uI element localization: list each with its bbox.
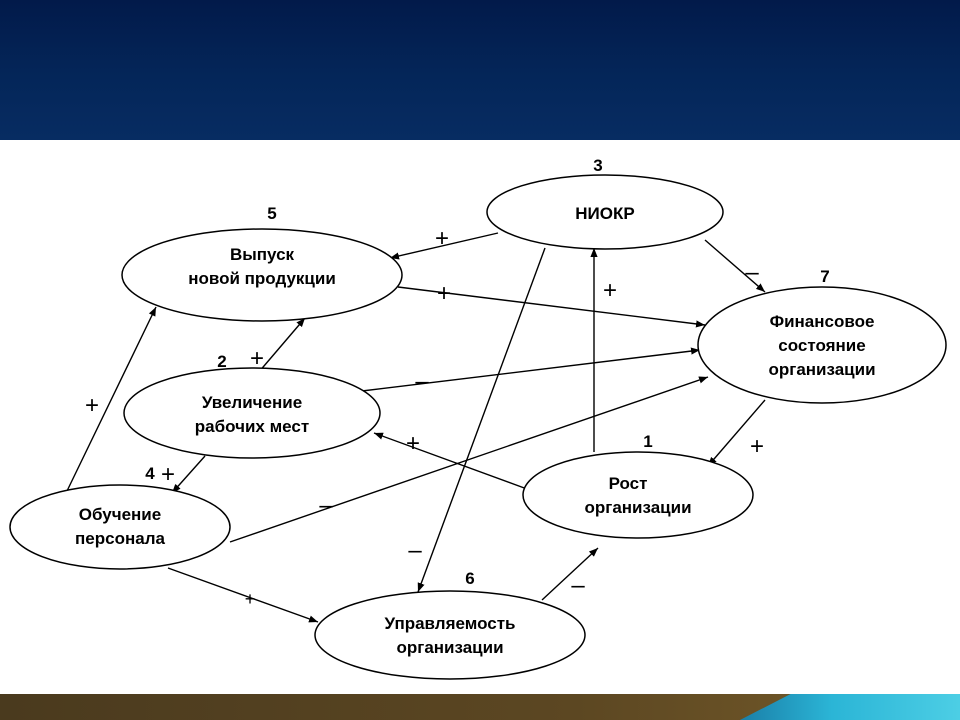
- edge-arrow-n4-to-n7: [229, 376, 709, 543]
- edge-arrow-n3-to-n5: [389, 232, 499, 260]
- edge-sign-n2-to-n7: –: [415, 368, 429, 395]
- edge-sign-n3-to-n6: –: [408, 537, 422, 564]
- edge-sign-n4-to-n5: +: [85, 392, 99, 419]
- footer-accent-stripe: [740, 694, 960, 720]
- diagram-edges: [66, 232, 766, 623]
- node-label: Выпуск: [230, 245, 295, 264]
- edge-arrow-n7-to-n1: [707, 399, 766, 467]
- node-number: 3: [593, 156, 602, 175]
- edge-sign-n1-to-n3: +: [603, 277, 617, 304]
- node-label: Рост: [609, 474, 648, 493]
- node-label: Увеличение: [202, 393, 302, 412]
- edge-sign-n1-to-n2: +: [406, 430, 420, 457]
- node-ellipse: [121, 228, 403, 322]
- node-label: персонала: [75, 529, 165, 548]
- node-label: Финансовое: [770, 312, 875, 331]
- edge-arrow-n6-to-n1: [541, 547, 599, 601]
- edge-arrow-n2-to-n5: [257, 317, 306, 374]
- node-manageability: 6 Управляемость организации: [314, 569, 586, 680]
- node-number: 1: [643, 432, 652, 451]
- node-staff-training: 4 Обучение персонала: [9, 464, 231, 570]
- node-number: 4: [145, 464, 155, 483]
- edge-polarity-signs: + – – + + – + + – + + + + –: [85, 225, 764, 609]
- edge-sign-n3-to-n7: –: [745, 259, 759, 286]
- node-ellipse: [9, 484, 231, 570]
- node-label: новой продукции: [188, 269, 336, 288]
- edge-sign-n2-to-n5: +: [250, 345, 264, 372]
- node-ellipse: [522, 451, 754, 539]
- node-number: 5: [267, 204, 276, 223]
- node-label: организации: [584, 498, 691, 517]
- node-label: организации: [768, 360, 875, 379]
- edge-arrow-n5-to-n7: [397, 286, 706, 328]
- edge-arrow-n4-to-n6: [167, 567, 319, 623]
- node-ellipse: [486, 174, 724, 250]
- node-financial-state: 7 Финансовое состояние организации: [697, 267, 947, 404]
- node-organization-growth: 1 Рост организации: [522, 432, 754, 539]
- edge-sign-n2-to-n4: +: [161, 461, 175, 488]
- slide-header-band: [0, 0, 960, 140]
- node-number: 2: [217, 352, 226, 371]
- edge-sign-n4-to-n7: –: [319, 492, 333, 519]
- node-label: Управляемость: [385, 614, 516, 633]
- node-new-product-release: 5 Выпуск новой продукции: [121, 204, 403, 322]
- edge-sign-n6-to-n1: –: [571, 572, 585, 599]
- node-number: 7: [820, 267, 829, 286]
- node-label: состояние: [778, 336, 865, 355]
- edge-arrow-n3-to-n6: [417, 247, 546, 593]
- edge-arrow-n2-to-n7: [361, 347, 701, 392]
- node-label: организации: [396, 638, 503, 657]
- node-ellipse: [314, 590, 586, 680]
- node-job-growth: 2 Увеличение рабочих мест: [123, 352, 381, 459]
- node-niokr: 3 НИОКР: [486, 156, 724, 250]
- edge-arrow-n1-to-n2: [373, 432, 528, 490]
- node-label: НИОКР: [575, 204, 634, 223]
- node-ellipse: [123, 367, 381, 459]
- edge-sign-n5-to-n7: +: [437, 280, 451, 307]
- node-label: Обучение: [79, 505, 161, 524]
- node-number: 6: [465, 569, 474, 588]
- edge-arrow-n3-to-n7: [704, 239, 766, 293]
- edge-arrow-n2-to-n4: [171, 455, 206, 494]
- node-label: рабочих мест: [195, 417, 309, 436]
- slide-footer-band: [0, 694, 960, 720]
- edge-sign-n7-to-n1: +: [750, 433, 764, 460]
- edge-sign-n3-to-n5: +: [435, 225, 449, 252]
- node-ellipse: [697, 286, 947, 404]
- edge-sign-n4-to-n6: +: [245, 589, 256, 609]
- edge-arrow-n4-to-n5: [66, 306, 157, 492]
